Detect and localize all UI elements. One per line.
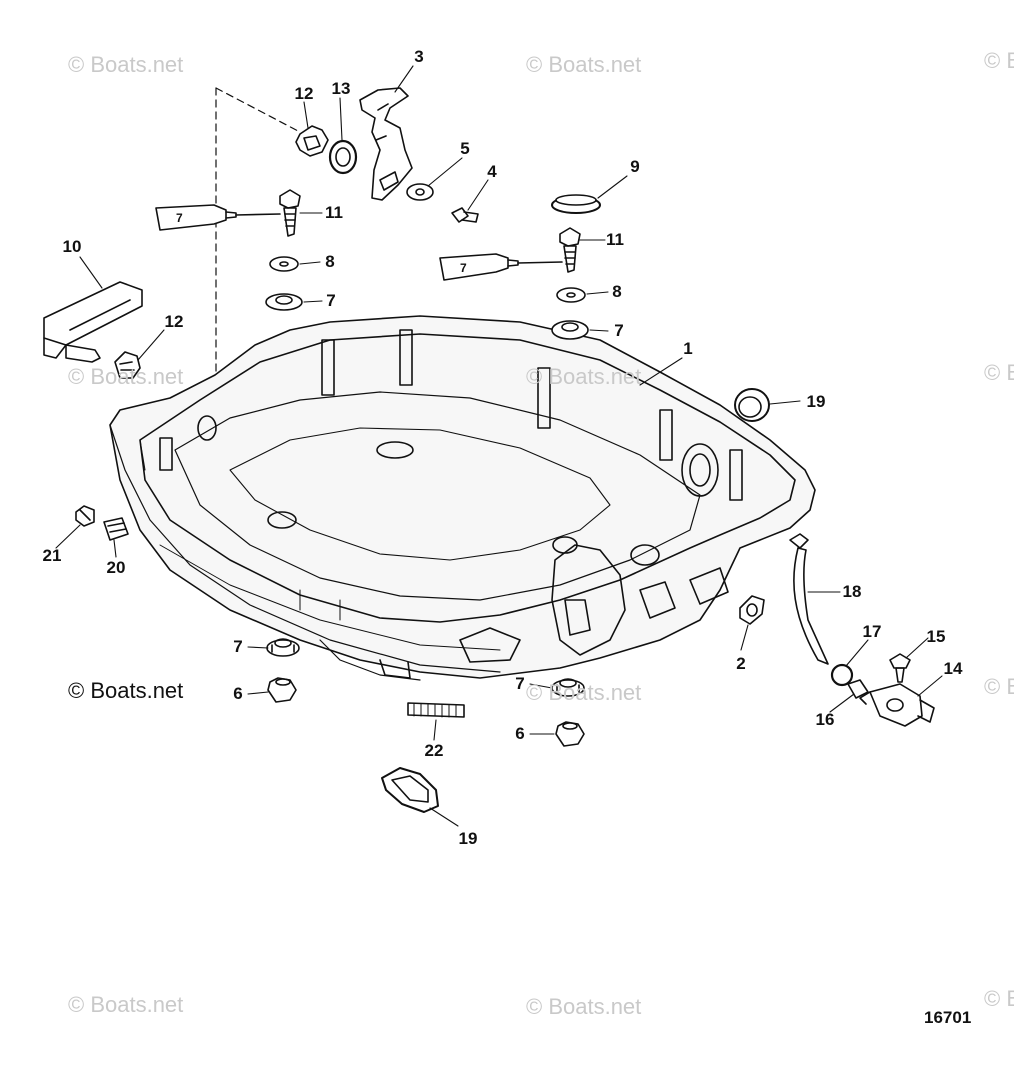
callout-21[interactable]: 21	[42, 546, 62, 565]
callout-7-top-left[interactable]: 7	[326, 291, 336, 310]
callout-16[interactable]: 16	[815, 710, 835, 729]
watermark: © Boats.net	[68, 52, 184, 77]
screw-11-right[interactable]	[559, 227, 581, 273]
hose-18[interactable]	[789, 533, 829, 665]
callout-6-right[interactable]: 6	[515, 724, 525, 743]
callout-19-top[interactable]: 19	[806, 392, 826, 411]
sealant-tube-left[interactable]	[155, 204, 281, 231]
seal-9[interactable]	[551, 194, 601, 214]
watermark-partial: © B	[984, 48, 1014, 73]
callout-10[interactable]: 10	[62, 237, 82, 256]
watermark-partial: © B	[984, 674, 1014, 699]
screw-4[interactable]	[451, 207, 479, 223]
watermark: © Boats.net	[526, 680, 642, 705]
watermark-dark: © Boats.net	[68, 678, 184, 703]
mount-6-left[interactable]	[267, 677, 297, 703]
watermark: © Boats.net	[526, 364, 642, 389]
callout-7-lower-right[interactable]: 7	[515, 674, 525, 693]
clamp-21[interactable]	[75, 505, 95, 527]
plug-19-lower[interactable]	[381, 767, 439, 813]
clip-lower[interactable]	[114, 351, 141, 379]
tube-label-left: 7	[176, 211, 183, 225]
alignment-dashed-line	[215, 87, 301, 373]
callout-7-lower-left[interactable]: 7	[233, 637, 243, 656]
clip-top[interactable]	[295, 125, 329, 157]
screw-11-left[interactable]	[279, 189, 301, 237]
drawing-number: 16701	[924, 1008, 972, 1027]
callout-2[interactable]: 2	[736, 654, 746, 673]
watermark-partial: © B	[984, 986, 1014, 1011]
callout-15[interactable]: 15	[926, 627, 946, 646]
strip-22[interactable]	[407, 702, 465, 718]
screw-15[interactable]	[889, 653, 911, 683]
callout-8-left[interactable]: 8	[325, 252, 335, 271]
washer-8-left[interactable]	[269, 256, 299, 272]
fitting-16[interactable]	[847, 679, 869, 699]
callout-19-lower[interactable]: 19	[458, 829, 478, 848]
grommet-13[interactable]	[328, 139, 358, 175]
callout-7-top-right[interactable]: 7	[614, 321, 624, 340]
plug-19-top[interactable]	[734, 388, 770, 422]
callout-11-left[interactable]: 11	[325, 203, 343, 222]
callout-20[interactable]: 20	[106, 558, 126, 577]
clamp-17[interactable]	[830, 663, 854, 687]
grommet-7-left[interactable]	[265, 293, 303, 311]
watermark: © Boats.net	[68, 364, 184, 389]
fuel-connector-14[interactable]	[859, 683, 935, 727]
watermark-partial: © B	[984, 360, 1014, 385]
washer-8-right[interactable]	[556, 287, 586, 303]
tube-label-right: 7	[460, 261, 467, 275]
callout-12-top[interactable]: 12	[294, 84, 314, 103]
sealant-tube-right[interactable]	[439, 253, 563, 281]
callout-9[interactable]: 9	[630, 157, 640, 176]
callout-13[interactable]: 13	[331, 79, 351, 98]
grommet-7-lower-left[interactable]	[266, 638, 300, 657]
bracket[interactable]	[359, 87, 413, 201]
callout-11-right[interactable]: 11	[606, 230, 624, 249]
leader-lines	[55, 65, 943, 827]
callout-6-left[interactable]: 6	[233, 684, 243, 703]
watermark: © Boats.net	[68, 992, 184, 1017]
callout-3[interactable]: 3	[414, 47, 424, 66]
fitting-20[interactable]	[103, 517, 129, 541]
callout-4[interactable]: 4	[487, 162, 497, 181]
gasket-2[interactable]	[739, 595, 765, 625]
callout-18[interactable]: 18	[842, 582, 862, 601]
callout-14[interactable]: 14	[943, 659, 963, 678]
callout-1[interactable]: 1	[683, 339, 693, 358]
callout-8-right[interactable]: 8	[612, 282, 622, 301]
watermark: © Boats.net	[526, 994, 642, 1019]
watermark: © Boats.net	[526, 52, 642, 77]
washer-5[interactable]	[406, 183, 434, 201]
handle-10[interactable]	[43, 281, 143, 363]
mount-6-right[interactable]	[555, 721, 585, 747]
callout-12-lower[interactable]: 12	[164, 312, 184, 331]
bottom-cowl[interactable]	[109, 315, 816, 681]
callout-5[interactable]: 5	[460, 139, 470, 158]
callout-22[interactable]: 22	[424, 741, 444, 760]
callout-17[interactable]: 17	[862, 622, 882, 641]
grommet-7-right[interactable]	[551, 320, 589, 340]
